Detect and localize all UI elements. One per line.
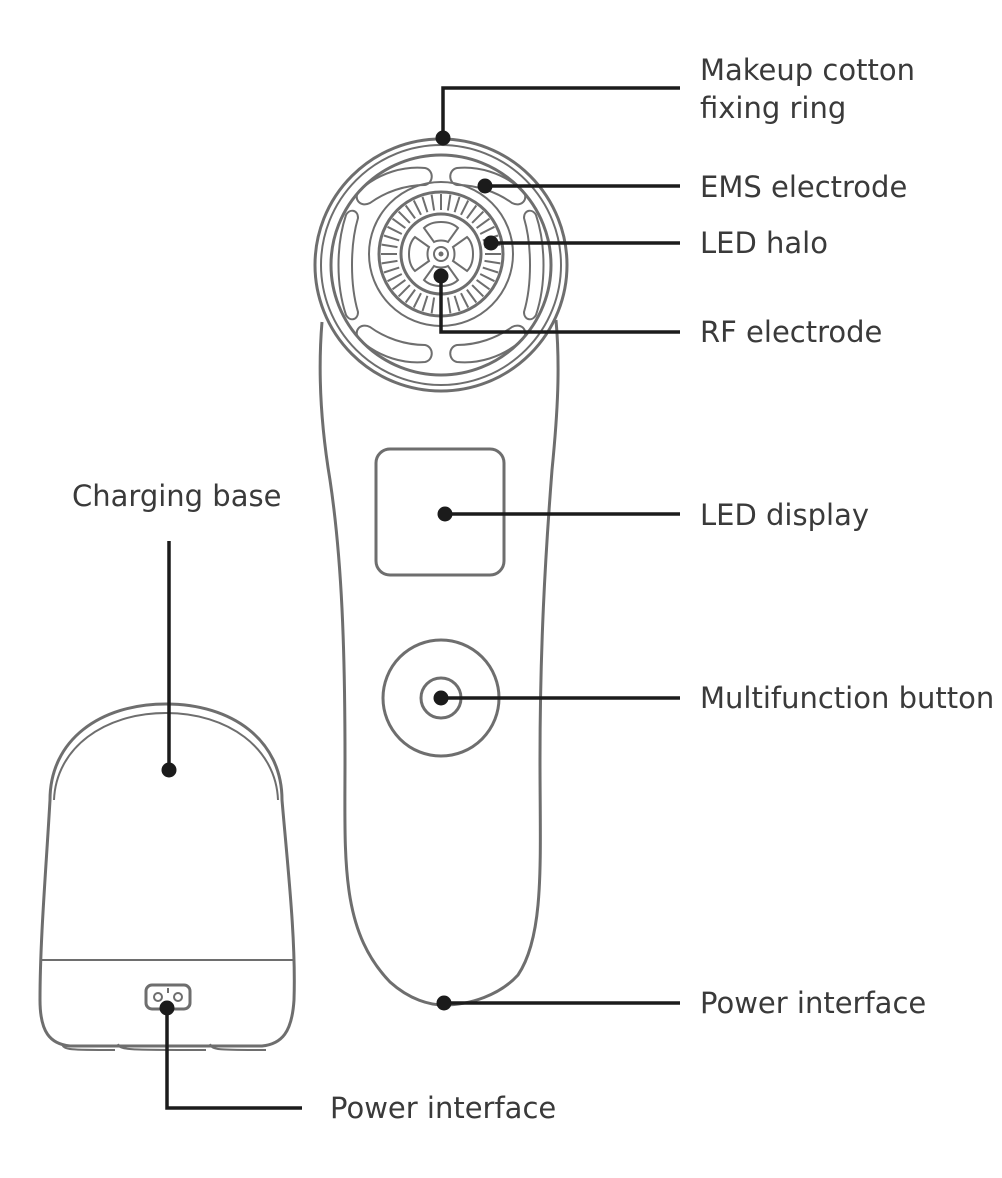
dot-led-halo — [483, 235, 499, 251]
charging-base-feet — [61, 1043, 267, 1051]
label-power-interface-device: Power interface — [700, 986, 926, 1020]
led-halo-tick — [391, 279, 406, 291]
led-halo-tick — [446, 194, 452, 211]
dot-multifunction-button — [433, 690, 449, 706]
leader-makeup-ring — [441, 86, 680, 138]
label-ems-electrode: EMS electrode — [700, 170, 907, 204]
led-halo-tick — [471, 210, 485, 224]
rf-pad-left — [408, 235, 431, 273]
led-halo-tick — [404, 289, 416, 304]
charging-base-outer-outline — [38, 702, 296, 1048]
label-power-interface-base: Power interface — [330, 1091, 556, 1125]
label-led-display: LED display — [700, 498, 869, 532]
callout-leaders — [159, 86, 680, 1110]
led-halo-tick — [387, 273, 403, 283]
led-halo-tick — [466, 289, 478, 304]
label-rf-electrode: RF electrode — [700, 315, 882, 349]
led-halo-tick — [412, 292, 422, 308]
led-halo-tick — [484, 259, 501, 265]
label-multifunction-button: Multifunction button — [700, 681, 994, 715]
led-halo-tick — [482, 266, 499, 274]
led-halo-tick — [460, 292, 470, 308]
led-halo-tick — [381, 259, 398, 265]
led-halo-tick — [421, 295, 429, 312]
led-halo-tick — [381, 243, 398, 249]
label-charging-base: Charging base — [72, 479, 281, 513]
led-halo-tick — [479, 273, 495, 283]
led-halo-tick — [412, 200, 422, 216]
callout-labels: Makeup cotton fixing ring EMS electrode … — [72, 53, 994, 1125]
ems-electrode-slots — [337, 166, 545, 364]
led-display-screen — [374, 447, 506, 577]
label-makeup-ring-line1: Makeup cotton — [700, 53, 915, 87]
label-makeup-ring-line2: fixing ring — [700, 91, 846, 125]
rf-center-dot — [438, 251, 444, 257]
dot-power-interface-base — [159, 1000, 175, 1016]
rf-pad-bottom — [422, 264, 460, 287]
charging-base — [38, 702, 296, 1051]
dot-charging-base — [161, 762, 177, 778]
base-port-pin-left — [153, 992, 163, 1002]
dot-makeup-ring — [435, 130, 451, 146]
ems-slot-bottom-right — [449, 324, 527, 364]
ems-slot-left — [337, 209, 360, 321]
led-halo-tick — [453, 196, 461, 213]
led-halo-tick — [387, 225, 403, 235]
leader-rf-electrode — [439, 276, 680, 334]
rf-pad-top — [422, 221, 460, 244]
dot-rf-electrode — [433, 268, 449, 284]
ems-slot-top-left — [355, 166, 433, 206]
ems-slot-right — [522, 209, 545, 321]
head-face-ring — [329, 153, 553, 377]
led-halo-tick — [446, 297, 452, 314]
charging-base-top-arc — [53, 711, 279, 801]
rf-pad-right — [451, 235, 474, 273]
device-body-outline — [318, 319, 560, 1007]
leader-power-interface-base — [165, 1008, 302, 1110]
base-port-pin-right — [173, 992, 183, 1002]
led-halo-tick — [476, 217, 491, 229]
led-halo-tick — [383, 234, 400, 242]
led-halo-tick — [430, 297, 436, 314]
led-halo-tick — [421, 196, 429, 213]
dot-power-interface-device — [436, 995, 452, 1011]
ems-slot-bottom-left — [355, 324, 433, 364]
led-halo-tick — [460, 200, 470, 216]
led-halo-tick — [471, 284, 485, 298]
label-led-halo: LED halo — [700, 226, 828, 260]
led-halo-tick — [466, 204, 478, 219]
dot-ems-electrode — [477, 178, 493, 194]
ems-slot-top-right — [449, 166, 527, 206]
rf-electrode-pads — [408, 221, 474, 287]
led-halo-tick — [404, 204, 416, 219]
led-halo-tick — [479, 225, 495, 235]
led-halo-tick — [430, 194, 436, 211]
led-halo-tick — [476, 279, 491, 291]
dot-led-display — [437, 506, 453, 522]
led-halo-tick — [397, 284, 411, 298]
led-halo-tick — [397, 210, 411, 224]
rf-center — [433, 246, 449, 262]
led-halo-tick — [453, 295, 461, 312]
led-halo-tick — [391, 217, 406, 229]
led-halo-tick — [383, 266, 400, 274]
